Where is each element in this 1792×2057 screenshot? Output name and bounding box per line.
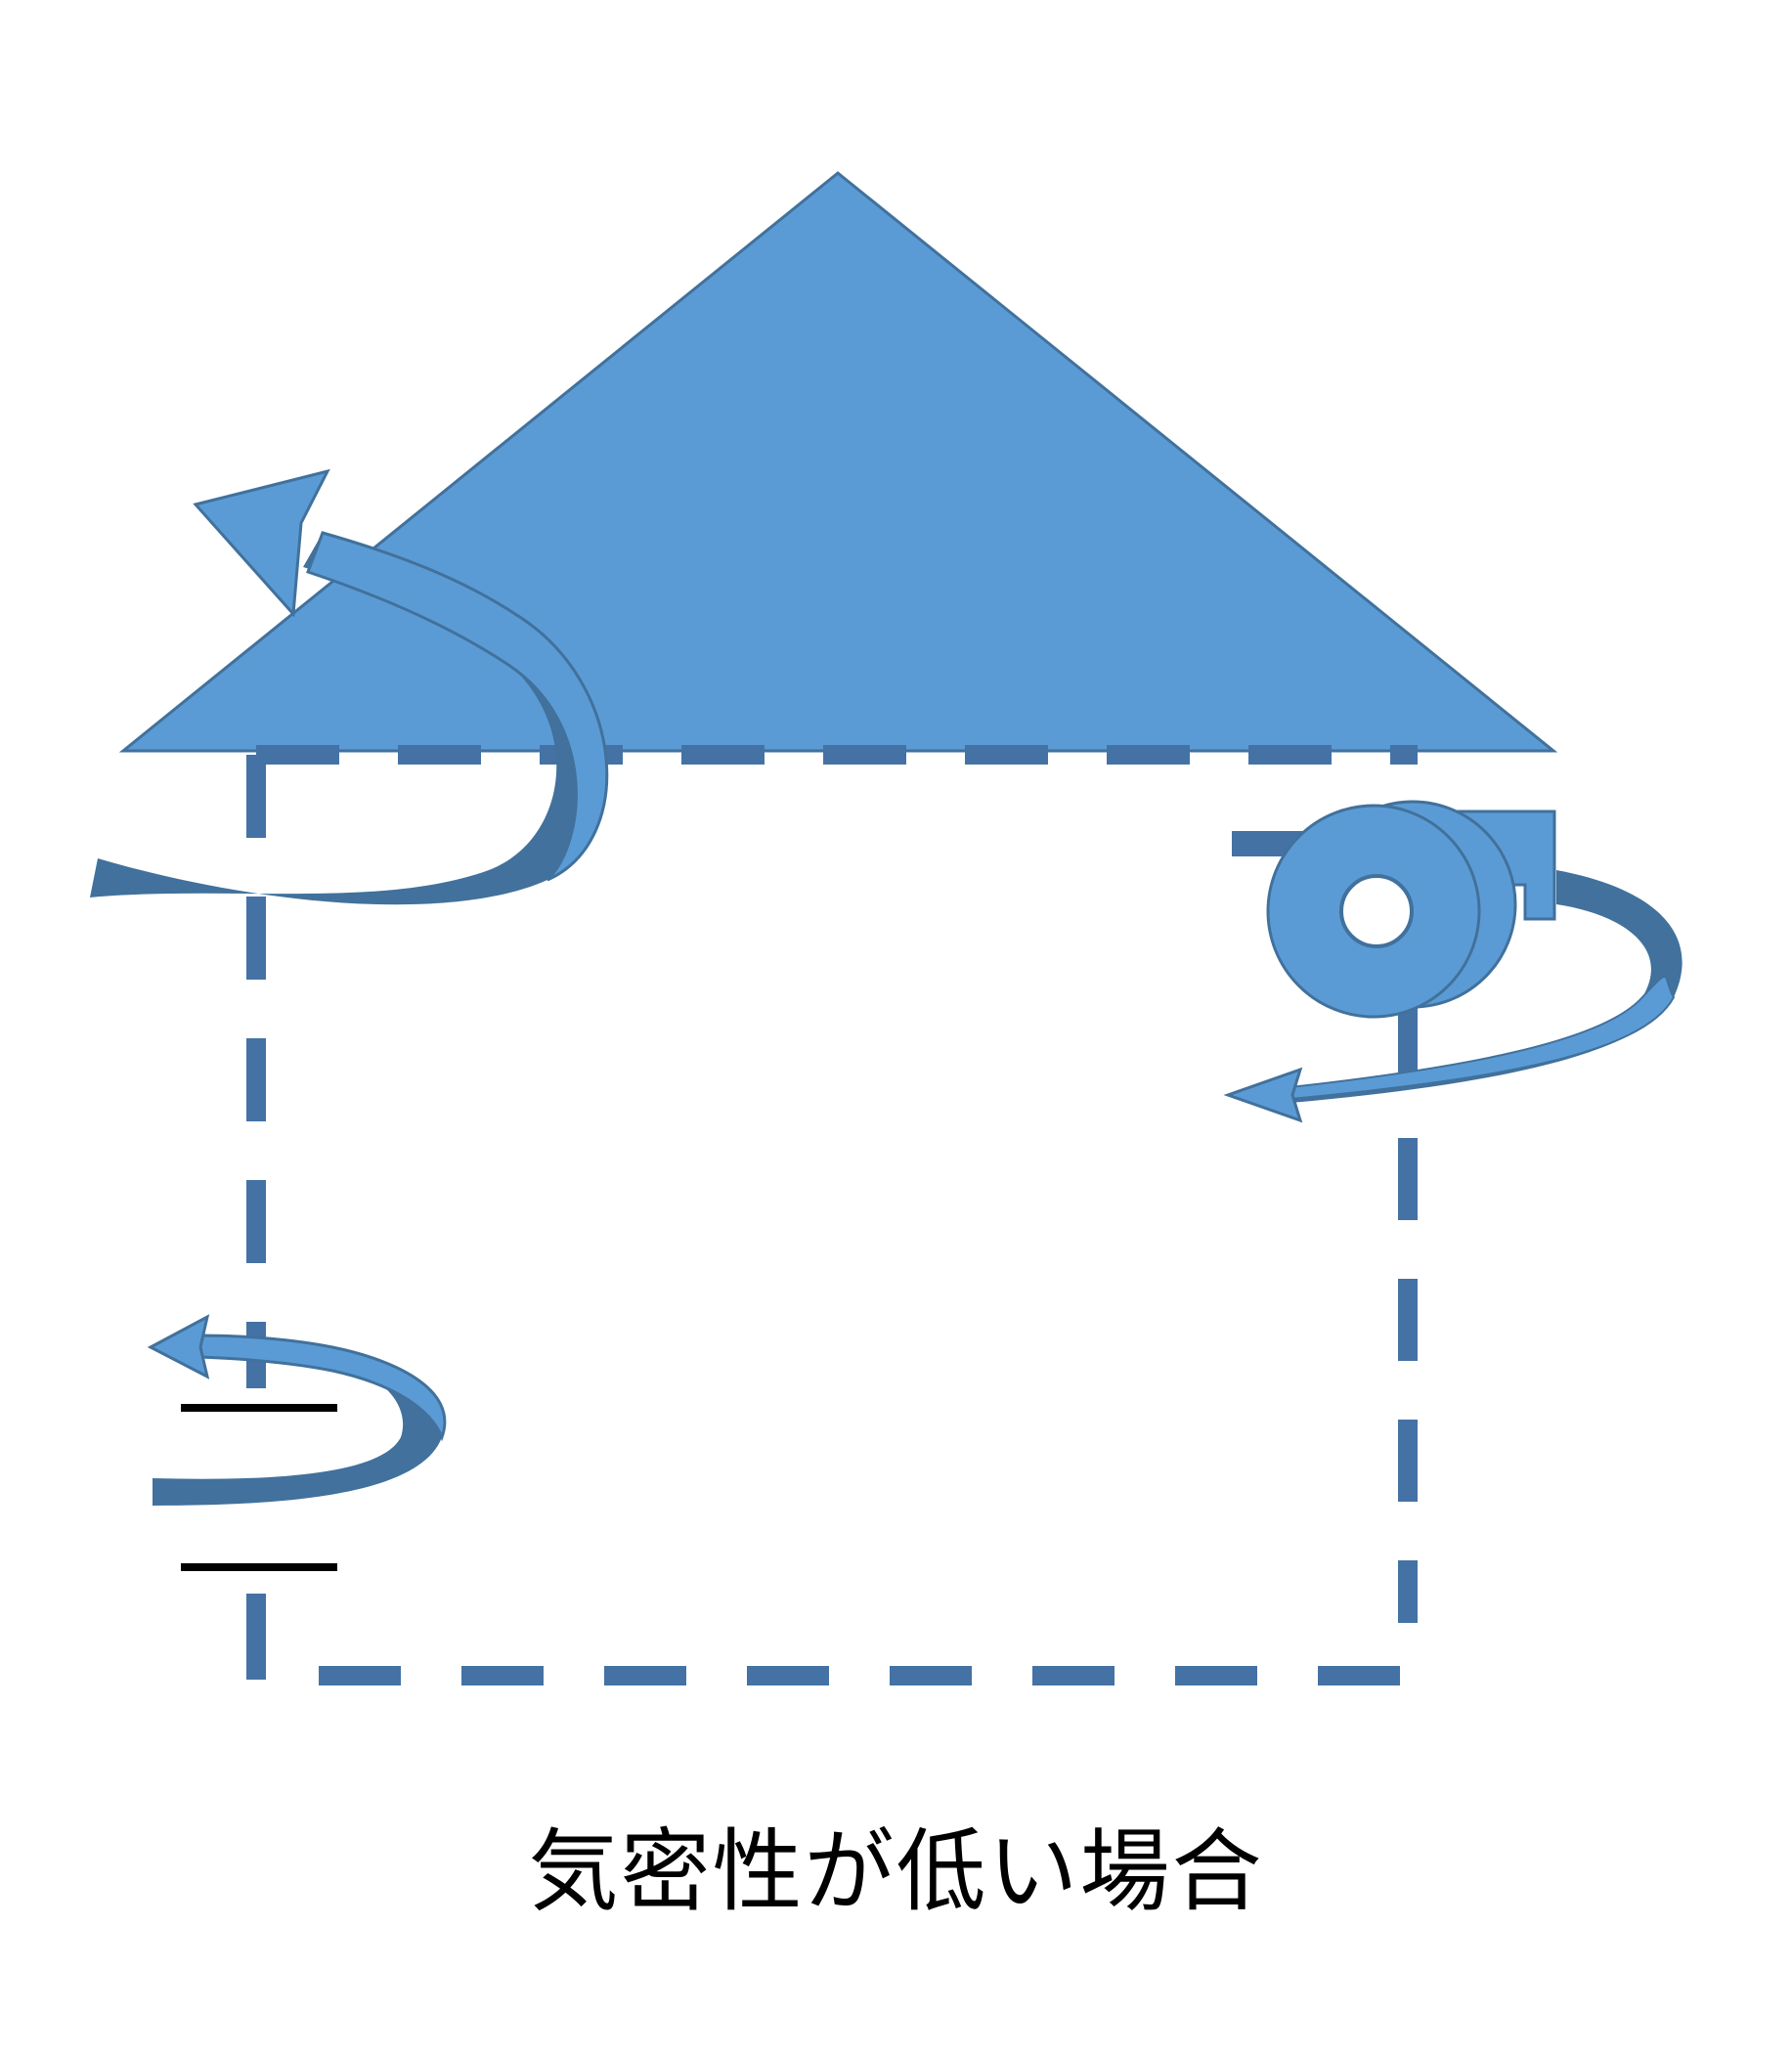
curved-arrow-icon <box>147 1314 447 1506</box>
fan-hub <box>1339 874 1414 948</box>
fan-exhaust-arrow-head <box>1223 1067 1303 1123</box>
curved-arrow-icon <box>1223 870 1683 1123</box>
lower-leak-arrow-band <box>153 1335 445 1506</box>
lower-leak-arrow-band-highlight <box>198 1334 447 1442</box>
upper-leak-arrow-band-highlight <box>306 531 609 882</box>
house-roof <box>118 171 1558 753</box>
fan-exhaust-arrow-band-highlight <box>1289 976 1676 1101</box>
upper-leak-arrow-head <box>193 468 330 618</box>
diagram-caption: 気密性が低い場合 <box>528 1819 1264 1924</box>
curved-arrow-icon <box>90 468 609 905</box>
wall-gap <box>181 1404 337 1571</box>
fan-icon <box>1232 800 1556 1019</box>
lower-leak-arrow-head <box>147 1314 210 1379</box>
